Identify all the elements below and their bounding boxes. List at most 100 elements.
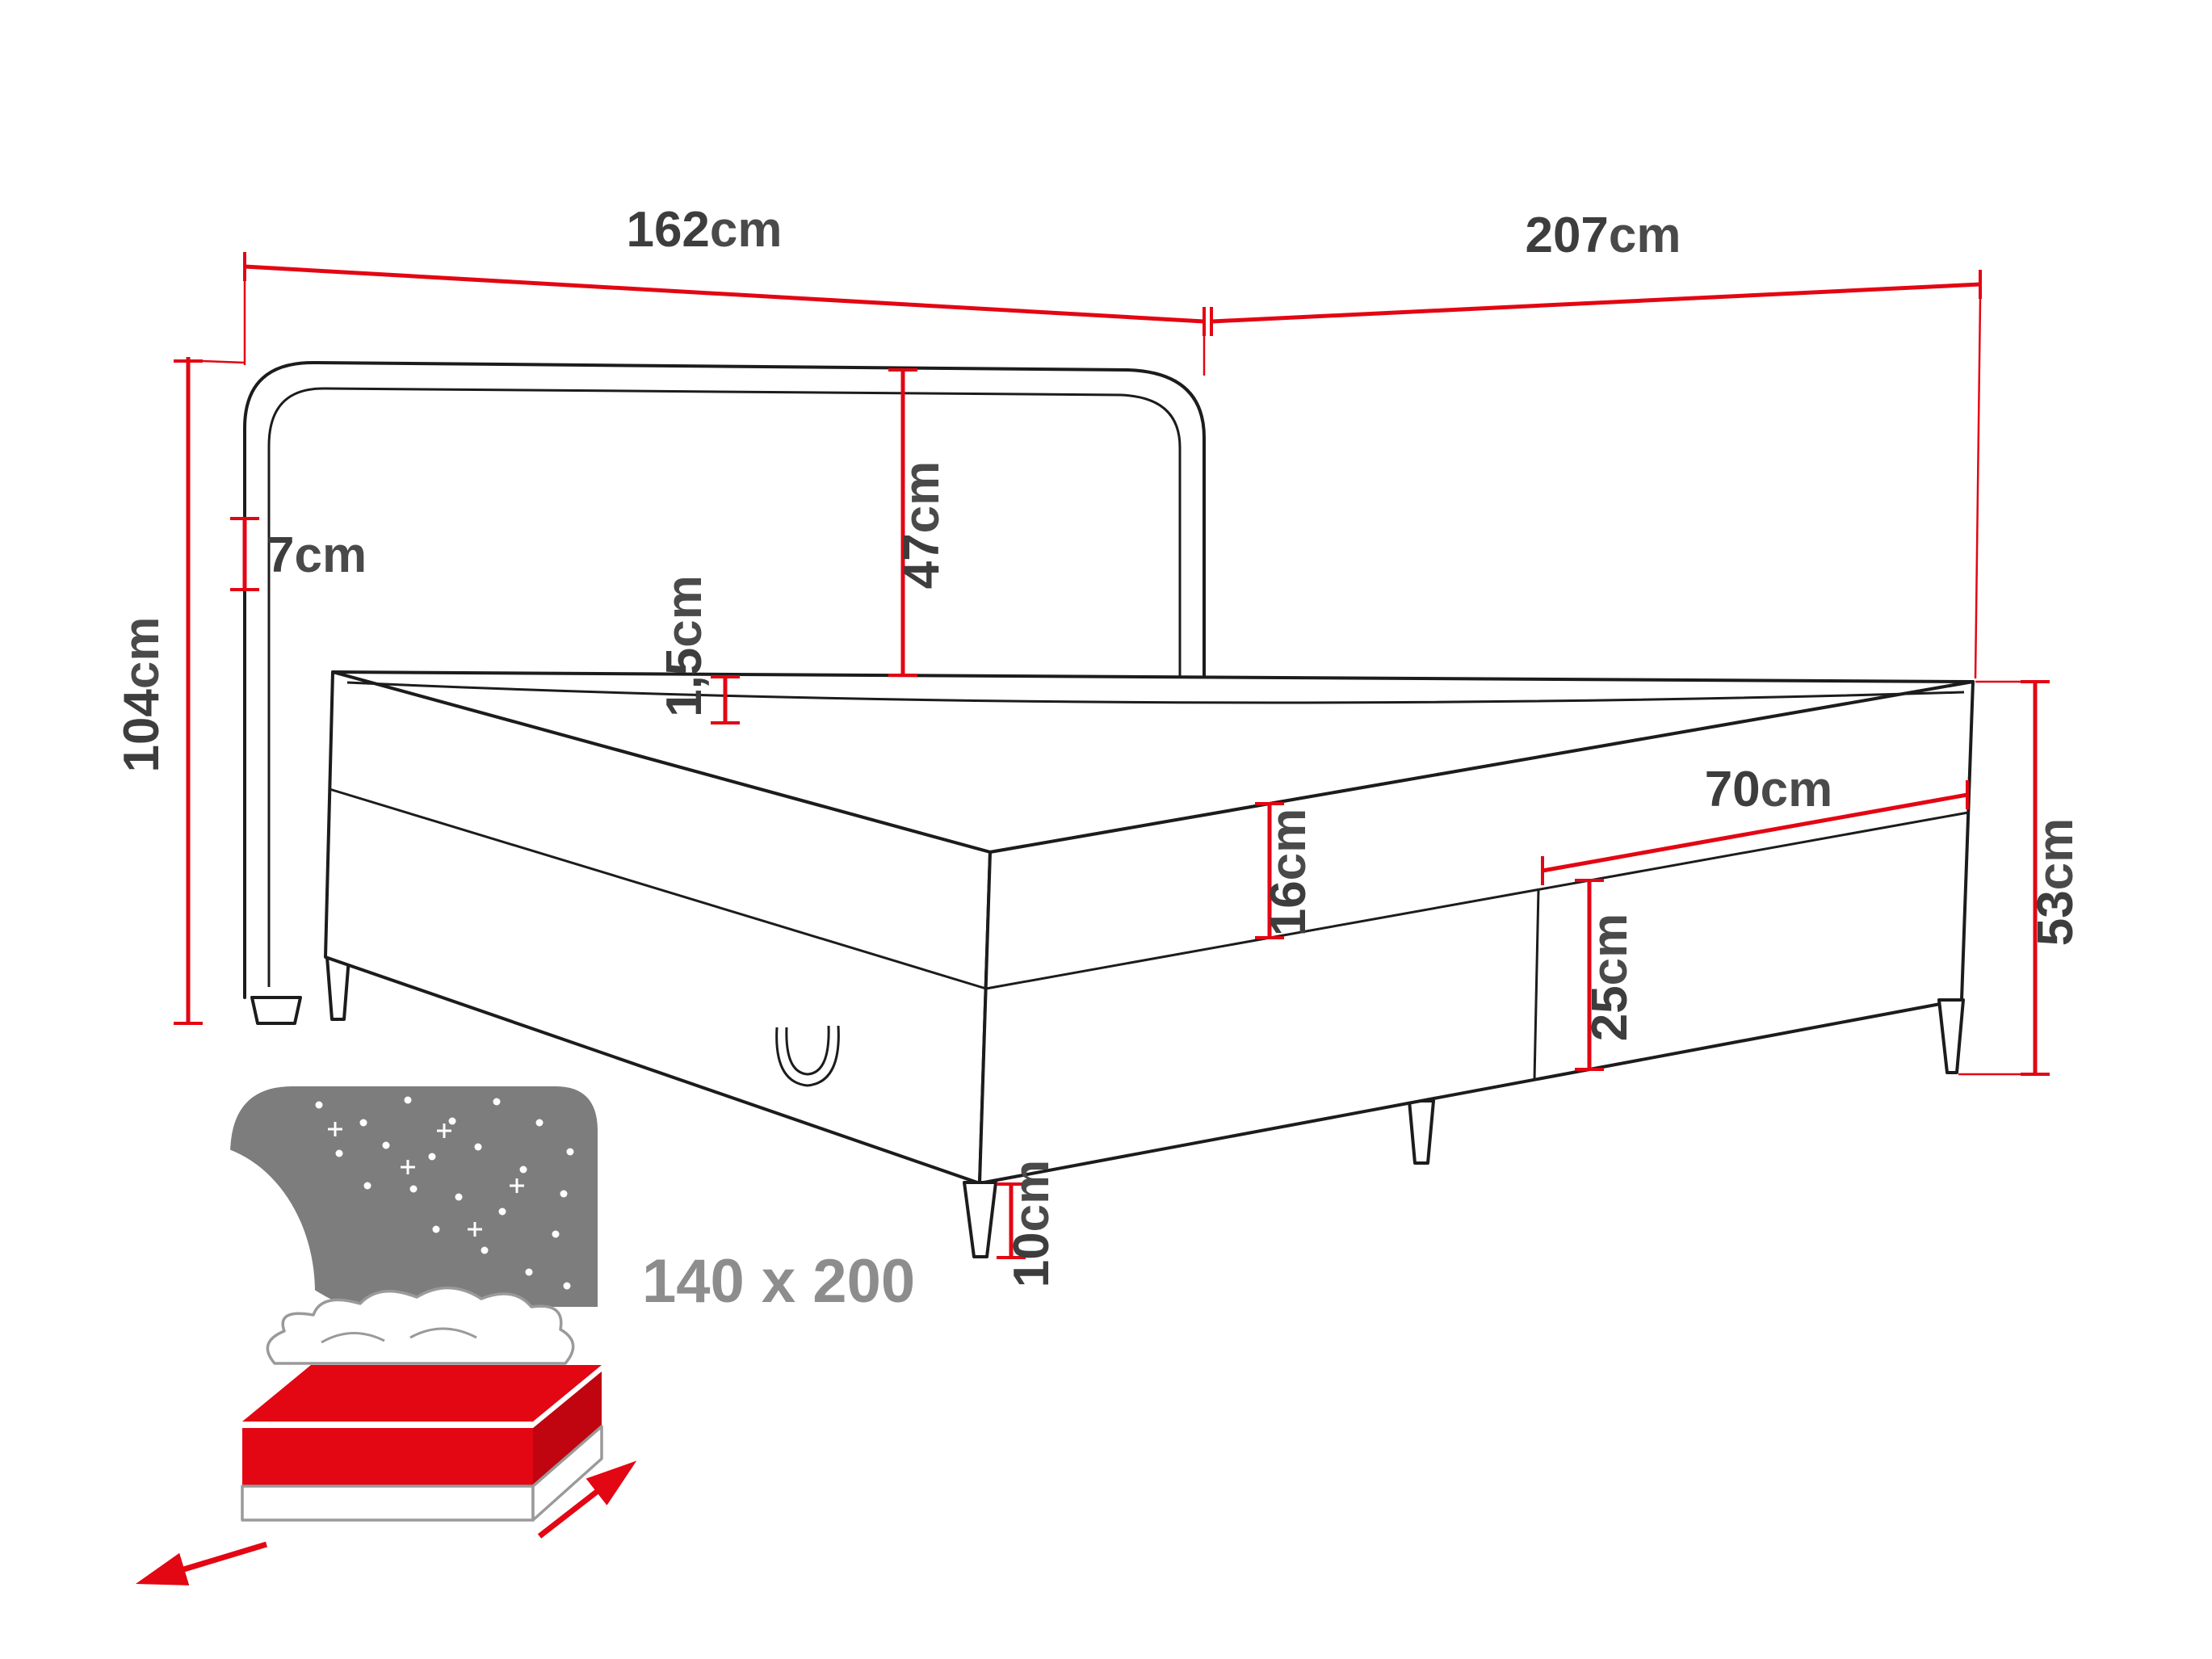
storage-box-vertical-seam (1533, 888, 1540, 1081)
dim-mattress-height: 16cm (1255, 802, 1316, 939)
bed-leg-middle (1408, 1099, 1435, 1165)
dim-headboard-width: 162cm (243, 202, 1206, 376)
dim-leg-height: 10cm (997, 1160, 1060, 1288)
icon-width-arrow (135, 1541, 268, 1586)
star-dots (315, 1096, 574, 1290)
icon-duvet-fold (321, 1332, 385, 1344)
star-dot (535, 1119, 544, 1127)
star-dot (493, 1098, 501, 1106)
bed-drawing (243, 360, 1975, 1258)
icon-base-side (531, 1425, 603, 1522)
icon-headboard (230, 1086, 598, 1307)
star-dot (455, 1193, 463, 1201)
headboard-inner (267, 387, 1182, 987)
storage-handle-inner (785, 1025, 830, 1076)
dim-line (244, 264, 1205, 324)
icon-mattress-front (242, 1428, 533, 1486)
dim-extension (1958, 680, 2021, 1076)
star-dot (409, 1185, 418, 1193)
bed-leg-right (1937, 998, 1965, 1074)
star-dot (382, 1141, 390, 1149)
bed-leg-near (963, 1181, 997, 1258)
star-dot (560, 1190, 568, 1198)
dim-label: 16cm (1261, 808, 1316, 937)
dim-headboard-above-mattress: 47cm (888, 368, 950, 677)
dim-tick (1575, 879, 1604, 1071)
dim-line (1211, 282, 1981, 324)
star-dot (566, 1148, 574, 1156)
icon-duvet (266, 1286, 575, 1365)
dim-tick (243, 252, 1206, 336)
storage-handle (775, 1025, 840, 1087)
size-icon: 140 x 200 (73, 1086, 915, 1586)
dim-line (1542, 792, 1968, 873)
headboard-outer (243, 360, 1206, 999)
star-dot (552, 1230, 560, 1238)
dim-label: 25cm (1582, 914, 1638, 1042)
dim-tick (1210, 270, 1982, 336)
icon-duvet-fold (409, 1327, 477, 1339)
sparkle-icon (510, 1178, 524, 1193)
dim-tick (997, 1182, 1026, 1259)
dim-label: 47cm (894, 461, 950, 590)
dim-label: 207cm (1525, 208, 1681, 263)
sparkle-icon (401, 1160, 415, 1174)
size-label: 140 x 200 (642, 1247, 915, 1316)
sparkle-icon (468, 1222, 482, 1237)
mattress-top-face (331, 670, 1975, 854)
star-dot (359, 1119, 367, 1127)
mattress-box-seam-right (985, 811, 1969, 990)
dim-storage-box-length: 70cm (1541, 762, 1969, 885)
dim-label: 7cm (267, 527, 367, 583)
dim-tick (711, 675, 740, 724)
bed-leg-left (325, 956, 350, 1021)
star-dot (481, 1246, 489, 1254)
headboard-foot (250, 996, 302, 1025)
dim-label: 70cm (1705, 762, 1833, 817)
icon-base-front (241, 1485, 535, 1522)
star-dot (519, 1166, 527, 1174)
star-dot (525, 1268, 533, 1276)
dim-label: 53cm (2028, 818, 2084, 947)
dim-label: 1,5cm (657, 575, 712, 717)
star-dot (448, 1117, 456, 1125)
dim-label: 10cm (1004, 1160, 1060, 1288)
dim-topper-seam: 1,5cm (657, 575, 740, 724)
dim-tick (230, 517, 259, 591)
dim-extension (202, 359, 246, 364)
dim-tick (1255, 802, 1284, 939)
dim-tick (174, 359, 203, 1025)
star-dot (563, 1282, 571, 1290)
star-dot (315, 1101, 323, 1109)
dim-bed-length: 207cm (1210, 208, 1982, 679)
dim-side-height: 53cm (1958, 680, 2084, 1076)
star-dot (432, 1225, 440, 1233)
dim-extension (1974, 298, 1982, 679)
dim-tick (1541, 780, 1969, 885)
icon-mattress-side (533, 1371, 602, 1486)
star-dot (335, 1149, 343, 1157)
dim-tick (2021, 680, 2050, 1076)
star-dot (428, 1153, 436, 1161)
star-dot (363, 1182, 371, 1190)
dim-tick (888, 368, 917, 677)
icon-length-arrow (537, 1460, 637, 1539)
dim-headboard-frame: 7cm (230, 517, 367, 591)
dim-box-height: 25cm (1575, 879, 1638, 1071)
sparkle-icon (328, 1122, 342, 1136)
star-dot (404, 1096, 412, 1104)
dim-extension (243, 281, 1206, 376)
icon-headboard-cut (73, 1143, 315, 1442)
dim-label: 162cm (626, 202, 782, 258)
dim-label: 104cm (114, 616, 170, 772)
icon-mattress-top (242, 1365, 602, 1422)
mattress-box-seam-left (329, 788, 987, 990)
star-dot (498, 1208, 506, 1216)
dim-total-height: 104cm (114, 357, 246, 1025)
sparkle-icon (437, 1124, 451, 1138)
star-dot (474, 1143, 482, 1151)
topper-seam-line (346, 681, 1965, 704)
star-sparkles (328, 1122, 524, 1237)
